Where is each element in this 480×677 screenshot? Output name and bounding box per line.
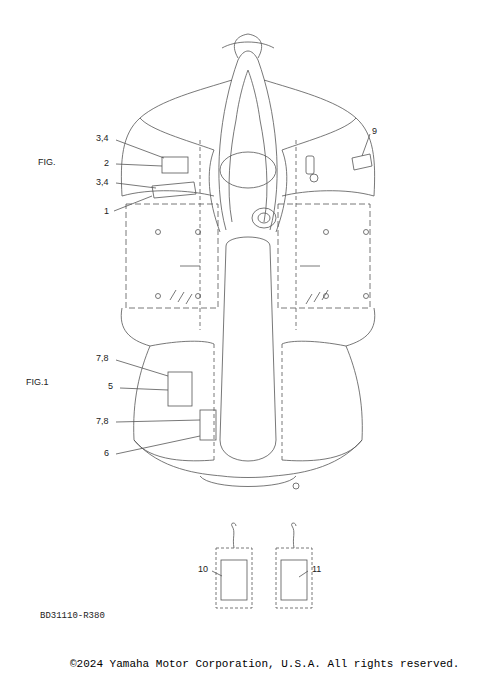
callout-number: 2 <box>104 159 109 168</box>
callout-number: 11 <box>312 565 321 574</box>
drawing-code: BD31110-R380 <box>40 612 105 621</box>
callout-number: 9 <box>372 127 377 136</box>
fig-label: FIG.1 <box>26 378 49 387</box>
callout-number: 3,4 <box>96 134 109 143</box>
callout-number: 1 <box>104 207 109 216</box>
callout-number: 7,8 <box>96 417 109 426</box>
fig-label: FIG. <box>38 158 56 167</box>
callout-number: 10 <box>198 565 208 574</box>
callout-number: 7,8 <box>96 354 109 363</box>
callout-number: 5 <box>108 382 113 391</box>
copyright-notice: ©2024 Yamaha Motor Corporation, U.S.A. A… <box>70 659 459 670</box>
callout-number: 6 <box>104 449 109 458</box>
callout-number: 3,4 <box>96 178 109 187</box>
